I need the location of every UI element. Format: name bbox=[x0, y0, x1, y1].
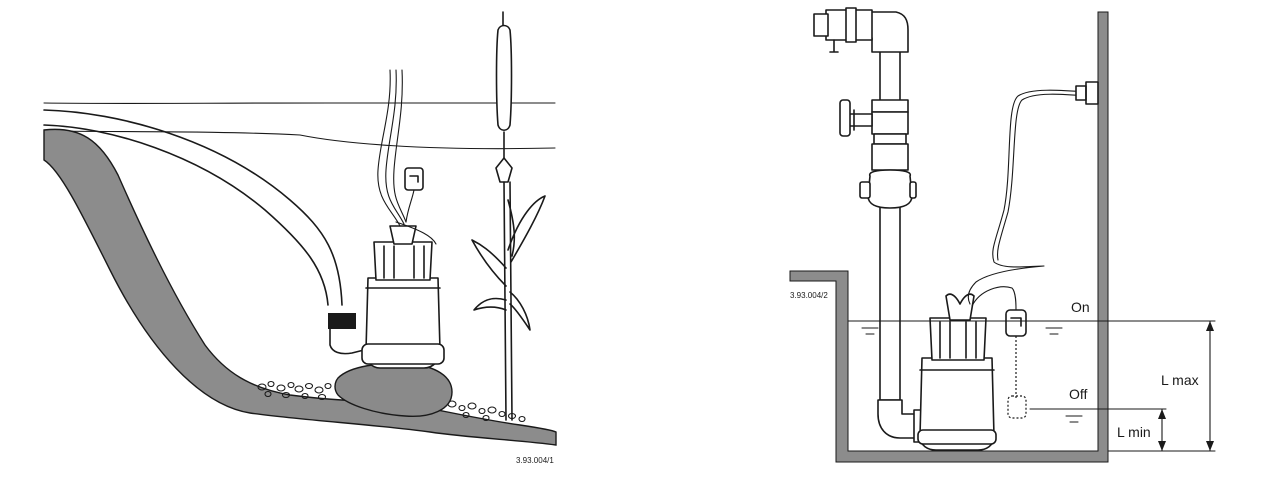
pipe-stub bbox=[813, 13, 829, 37]
valve-handle bbox=[839, 99, 851, 137]
power-cable bbox=[377, 69, 401, 227]
pond-pump bbox=[361, 225, 445, 369]
power-cable-3 bbox=[393, 69, 407, 223]
pipe-union-4 bbox=[871, 143, 909, 171]
power-cable-2 bbox=[385, 69, 405, 225]
cattail-plant bbox=[471, 11, 546, 421]
discharge-hose-inner bbox=[43, 124, 329, 306]
label-lmin: L min bbox=[1117, 424, 1151, 440]
float-switch-on bbox=[1005, 309, 1027, 337]
valve-stem bbox=[847, 113, 873, 127]
pipe-coupling bbox=[845, 7, 857, 43]
float-cable bbox=[971, 286, 1017, 311]
sump-power-cable bbox=[967, 89, 1087, 305]
check-valve bbox=[867, 169, 913, 209]
pebbles bbox=[257, 380, 526, 423]
pipe-elbow-top bbox=[869, 11, 909, 53]
water-surface-2 bbox=[43, 130, 556, 150]
pipe-union-1 bbox=[871, 99, 909, 113]
float-switch-off bbox=[1007, 395, 1027, 419]
cable-strap bbox=[395, 221, 437, 245]
label-off: Off bbox=[1069, 386, 1088, 402]
pond-installation-figure: 3.93.004/1 bbox=[43, 11, 557, 465]
sump-installation-figure: 3.93.004/2 On Off L max L min bbox=[789, 7, 1216, 463]
pond-float-switch bbox=[404, 167, 424, 223]
label-lmax: L max bbox=[1161, 372, 1199, 388]
wall-socket bbox=[1075, 85, 1087, 101]
left-figure-code: 3.93.004/1 bbox=[516, 456, 554, 465]
sump-wall bbox=[789, 11, 1109, 463]
discharge-hose-outer bbox=[43, 109, 343, 306]
pipe-union-3 bbox=[873, 133, 907, 145]
label-on: On bbox=[1071, 299, 1090, 315]
right-figure-code: 3.93.004/2 bbox=[790, 291, 828, 300]
sump-pump bbox=[917, 293, 997, 451]
pond-bank bbox=[43, 128, 557, 446]
hose-clamp bbox=[328, 313, 356, 329]
pipe-union-2 bbox=[871, 111, 909, 135]
hose-end bbox=[329, 328, 365, 355]
